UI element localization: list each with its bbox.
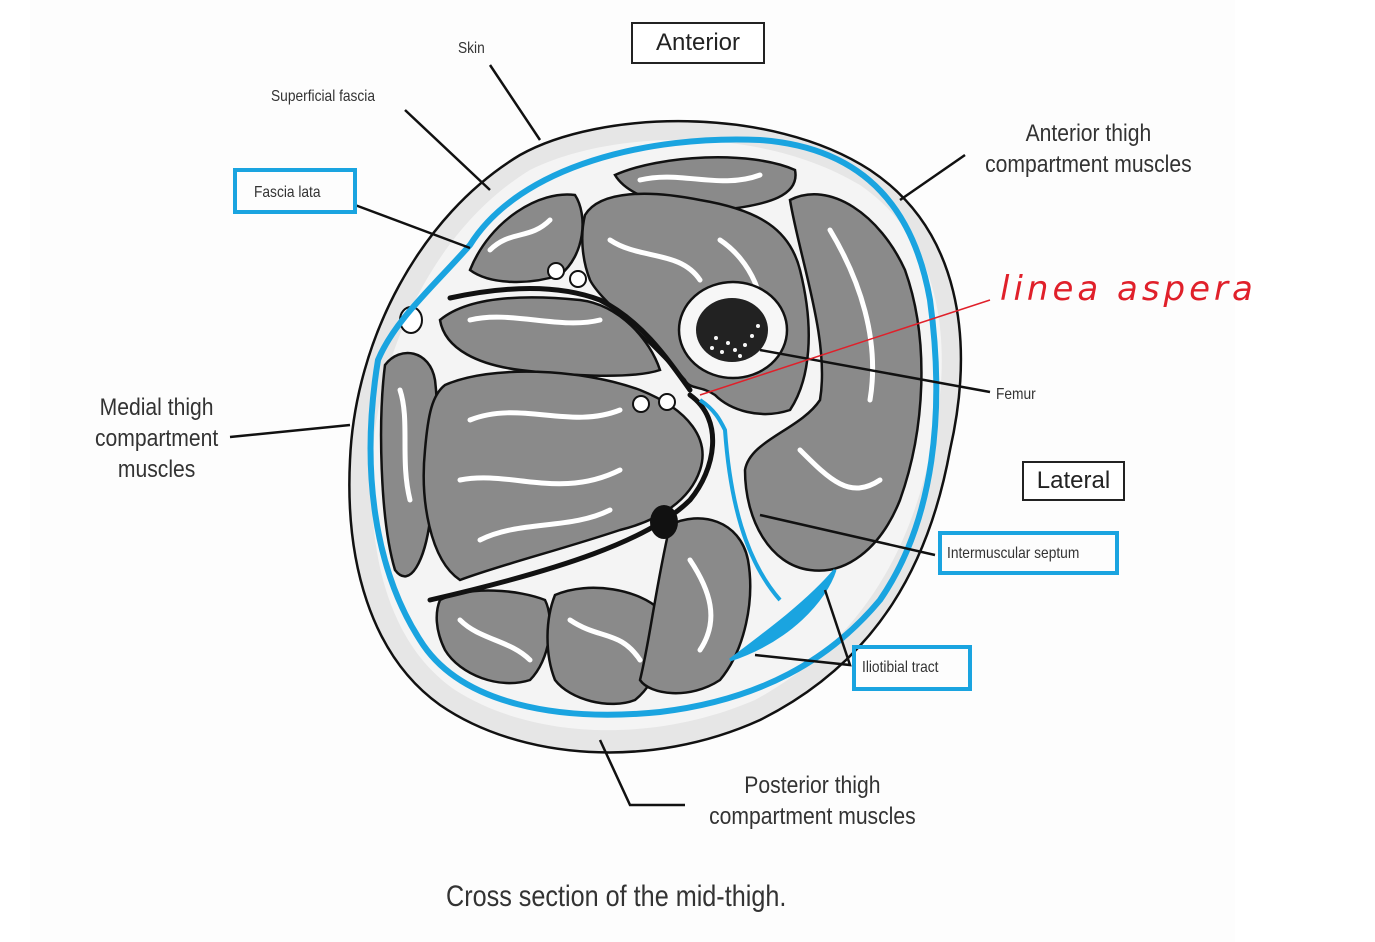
intermuscular-septum-label: Intermuscular septum — [947, 545, 1080, 562]
fascia-lata-highlight — [367, 136, 940, 718]
iliotibial-tract-box — [852, 645, 972, 691]
anterior-thigh-label: Anterior thigh compartment muscles — [974, 118, 1203, 180]
superficial-fascia-label: Superficial fascia — [271, 88, 376, 105]
intermuscular-septum-highlight — [698, 398, 782, 602]
medial-thigh-label: Medial thigh compartment muscles — [84, 392, 229, 485]
muscle-texture — [397, 172, 883, 663]
muscle-biceps-femoris — [638, 517, 752, 695]
anterior-label: Anterior — [655, 29, 741, 56]
fascia-lata-box — [233, 168, 357, 214]
marrow-speckles — [710, 324, 760, 358]
lateral-label-box: Lateral — [1022, 461, 1125, 501]
anterior-thigh-line-1: Anterior thigh — [1025, 120, 1152, 147]
skin-label: Skin — [458, 40, 485, 57]
iliotibial-tract-label: Iliotibial tract — [862, 659, 939, 676]
medial-thigh-line-3: muscles — [117, 456, 196, 483]
femur-marrow — [696, 298, 768, 362]
medial-thigh-line-2: compartment — [94, 425, 219, 452]
fascia-lata-label: Fascia lata — [254, 184, 321, 201]
figure-caption: Cross section of the mid-thigh. — [446, 880, 787, 913]
muscle-adductor-magnus — [422, 370, 704, 582]
lateral-label: Lateral — [1036, 467, 1111, 494]
annotation-text: linea aspera — [1000, 269, 1257, 309]
muscle-semitendinosus — [546, 586, 666, 706]
medial-thigh-line-1: Medial thigh — [99, 394, 214, 421]
leader-lines — [229, 64, 991, 807]
muscle-vastus-lateralis — [743, 193, 923, 572]
annotation-pointer — [699, 299, 991, 396]
femur-label: Femur — [996, 386, 1036, 403]
iliotibial-tract-highlight — [729, 569, 837, 662]
posterior-thigh-line-1: Posterior thigh — [744, 772, 881, 799]
anterior-thigh-line-2: compartment muscles — [985, 151, 1192, 178]
posterior-thigh-line-2: compartment muscles — [709, 803, 916, 830]
anterior-label-box: Anterior — [631, 22, 765, 64]
septa — [427, 286, 715, 603]
posterior-thigh-label: Posterior thigh compartment muscles — [698, 770, 927, 832]
sciatic-nerve — [650, 505, 678, 539]
intermuscular-septum-box — [938, 531, 1119, 575]
